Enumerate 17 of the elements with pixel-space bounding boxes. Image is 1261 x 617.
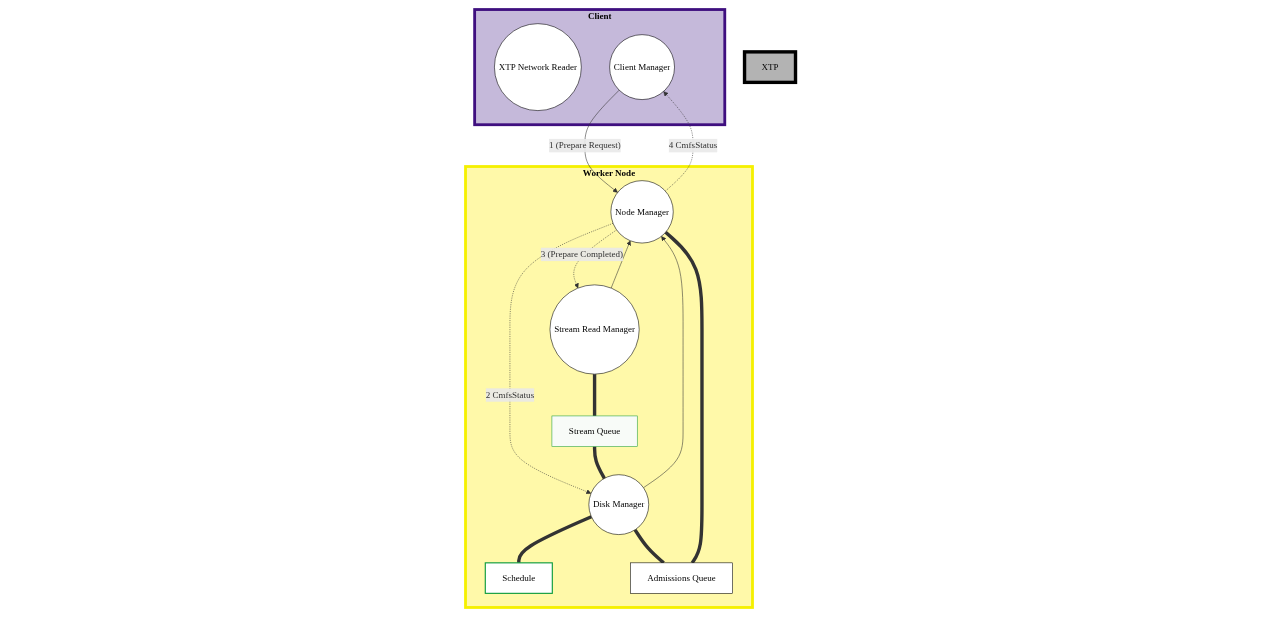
node-circle: XTP Network Reader — [494, 23, 582, 111]
node-circle: Client Manager — [609, 34, 675, 100]
node-box: Stream Queue — [551, 415, 638, 447]
edge-label: 4 CmfsStatus — [668, 140, 718, 151]
node-box: Schedule — [484, 562, 553, 594]
connector — [592, 374, 597, 416]
connector — [592, 446, 606, 480]
node-circle: Node Manager — [610, 180, 674, 244]
connector — [517, 515, 593, 563]
edge-label: 3 (Prepare Completed) — [540, 249, 624, 259]
node-circle: Stream Read Manager — [549, 284, 640, 375]
node-box: Admissions Queue — [630, 562, 733, 594]
node-box: XTP — [742, 50, 798, 85]
edge-label: 2 CmfsStatus — [485, 389, 535, 400]
node-circle: Disk Manager — [588, 474, 649, 535]
edge-label: 1 (Prepare Request) — [548, 140, 621, 151]
connector — [664, 231, 704, 564]
